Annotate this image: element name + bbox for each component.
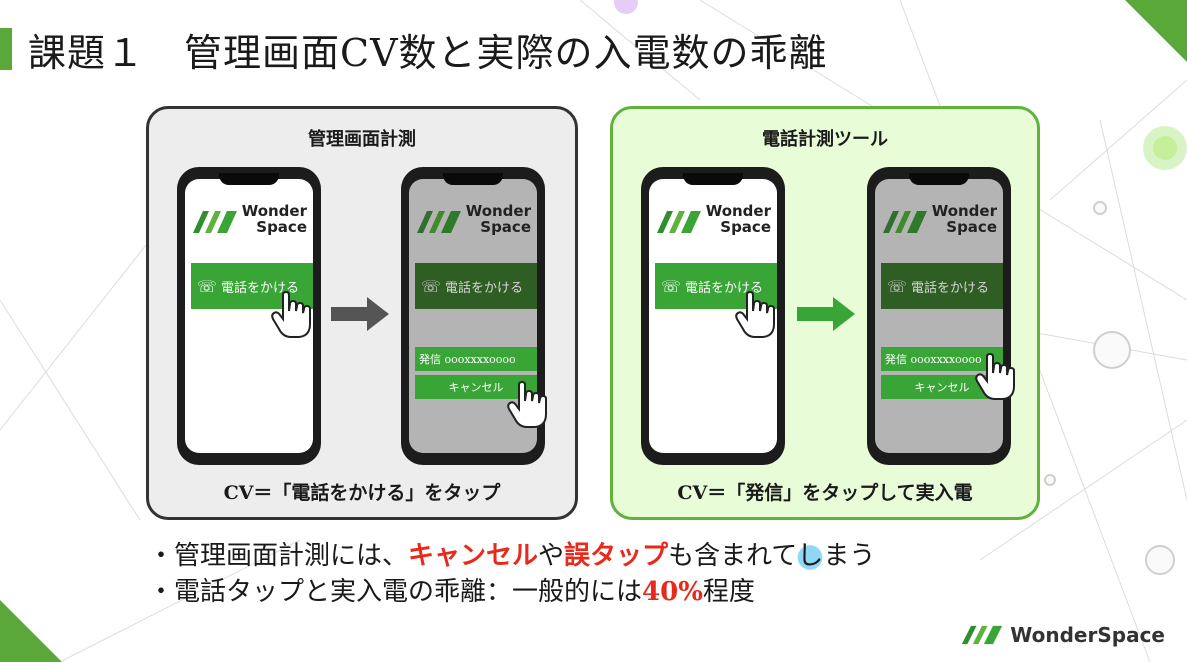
bullet-list: ・管理画面計測には、キャンセルや誤タップも含まれてしまう ・電話タップと実入電の… (148, 538, 875, 610)
cancel-button-label: キャンセル (449, 379, 504, 395)
panel-heading: 電話計測ツール (613, 125, 1037, 151)
panel-caption: CV＝「電話をかける」をタップ (149, 478, 575, 505)
logo-text-space: Space (480, 218, 531, 236)
phone-icon: ☏ (661, 277, 681, 296)
logo-text-space: Space (720, 218, 771, 236)
panel-heading: 管理画面計測 (149, 125, 575, 151)
hand-pointer-icon (507, 381, 547, 429)
phone-icon: ☏ (887, 277, 907, 296)
hand-pointer-icon (735, 291, 775, 339)
panel-caption: CV＝「発信」をタップして実入電 (613, 478, 1037, 505)
phone-icon: ☏ (421, 277, 441, 296)
arrow-shape (797, 297, 855, 331)
arrow-right-icon (331, 297, 389, 331)
arrow-right-icon (797, 297, 855, 331)
brand-logo: WonderSpace (960, 622, 1165, 648)
corner-triangle-bottom-left (0, 600, 62, 662)
arrow-shape (331, 297, 389, 331)
wonder-space-logo-icon (960, 622, 1004, 648)
hand-pointer-icon (271, 291, 311, 339)
dial-button[interactable]: 発信 oooxxxxoooo (415, 347, 537, 371)
logo-text-space: Space (946, 218, 997, 236)
call-button-label: 電話をかける (911, 277, 989, 296)
phone-notch (219, 173, 279, 185)
bullet-item: ・管理画面計測には、キャンセルや誤タップも含まれてしまう (148, 538, 875, 574)
wonder-space-logo-icon (881, 205, 929, 237)
phone-notch (443, 173, 503, 185)
highlight-char: し (797, 541, 823, 571)
dial-button-label: 発信 oooxxxxoooo (885, 351, 982, 367)
title-accent-bar (0, 28, 12, 70)
phone-notch (909, 173, 969, 185)
brand-name: WonderSpace (1010, 623, 1165, 647)
logo-text-space: Space (256, 218, 307, 236)
wonder-space-logo-icon (415, 205, 463, 237)
cancel-button-label: キャンセル (915, 379, 970, 395)
slide-title: 課題１ 管理画面CV数と実際の入電数の乖離 (28, 22, 828, 77)
call-button[interactable]: ☏ 電話をかける (415, 263, 537, 309)
wonder-space-logo-icon (191, 205, 239, 237)
emphasis-percentage: 40% (642, 577, 703, 607)
dial-button-label: 発信 oooxxxxoooo (419, 351, 516, 367)
emphasis-mistap: 誤タップ (564, 541, 668, 571)
phone-notch (683, 173, 743, 185)
hand-pointer-icon (975, 353, 1015, 401)
bullet-item: ・電話タップと実入電の乖離：一般的には40%程度 (148, 574, 875, 610)
call-button[interactable]: ☏ 電話をかける (881, 263, 1003, 309)
call-button-label: 電話をかける (445, 277, 523, 296)
wonder-space-logo-icon (655, 205, 703, 237)
corner-triangle-top-right (1125, 0, 1187, 62)
emphasis-cancel: キャンセル (408, 541, 538, 571)
phone-icon: ☏ (197, 277, 217, 296)
